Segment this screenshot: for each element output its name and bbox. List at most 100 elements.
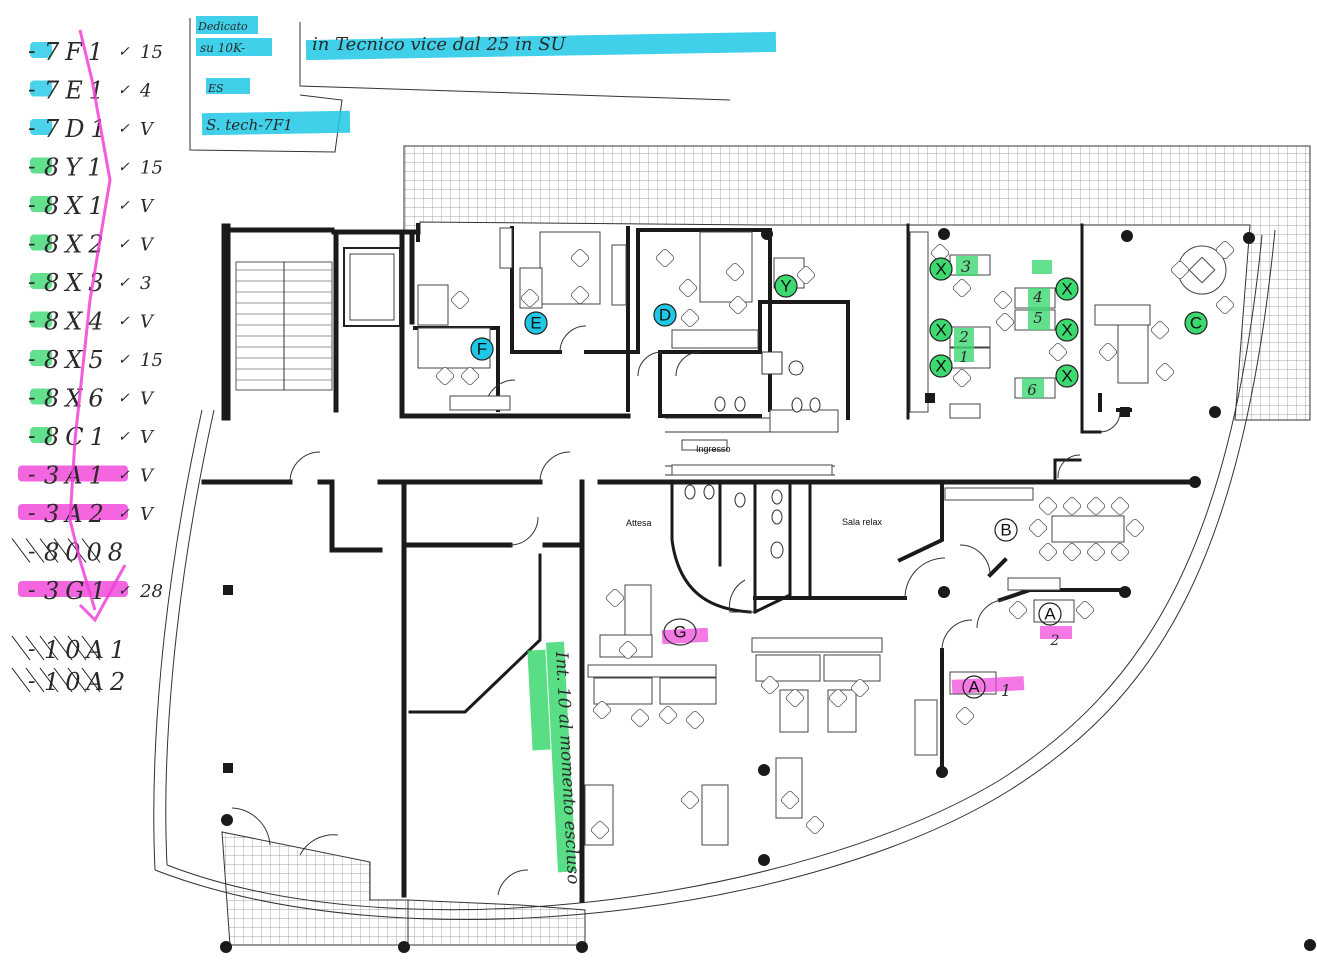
- marker-f: F: [470, 337, 494, 361]
- assignment-row: -3A2✓V: [18, 500, 155, 528]
- assignment-code: 7E1: [44, 77, 110, 105]
- assignment-note: 4: [139, 81, 151, 102]
- seat-number: 2: [1050, 633, 1060, 649]
- assignment-note: V: [140, 196, 155, 217]
- seat-number: 4: [1032, 288, 1043, 306]
- check-mark: ✓: [118, 506, 130, 522]
- marker-a: A: [1038, 602, 1062, 626]
- plan-highlights: [527, 256, 1072, 873]
- marker-label: X: [1061, 367, 1072, 386]
- check-mark: ✓: [118, 198, 130, 214]
- assignment-row: -10A1: [11, 635, 125, 664]
- assignment-row: -8Y1✓15: [28, 154, 163, 182]
- assignment-code: 8X3: [44, 269, 110, 297]
- assignment-code: 8X1: [44, 192, 110, 220]
- marker-a: A: [962, 675, 986, 699]
- marker-label: X: [1061, 321, 1072, 340]
- assignment-code: 8Y1: [44, 154, 108, 182]
- marker-label: A: [1044, 605, 1056, 624]
- assignment-note: 3: [140, 273, 151, 294]
- note-box-line2: su 10K-: [200, 41, 245, 55]
- row-dash: -: [28, 463, 35, 488]
- check-mark: ✓: [118, 121, 130, 137]
- assignment-row: -7D1✓V: [28, 115, 155, 143]
- row-dash: -: [28, 386, 35, 411]
- marker-label: X: [935, 321, 946, 340]
- assignment-note: 15: [140, 350, 163, 371]
- marker-label: F: [477, 340, 487, 359]
- restroom-fixtures: [684, 351, 821, 559]
- seat-number: 6: [1027, 381, 1037, 399]
- assignment-row: -8X2✓V: [28, 231, 155, 259]
- assignment-row: -8X4✓V: [28, 308, 155, 336]
- assignment-code: 3A2: [44, 500, 110, 528]
- assignment-row: -8X5✓15: [28, 346, 163, 374]
- assignment-list: -7F1✓15-7E1✓4-7D1✓V-8Y1✓15-8X1✓V-8X2✓V-8…: [11, 29, 163, 696]
- assignment-note: V: [140, 466, 155, 487]
- marker-x: X: [1055, 318, 1079, 342]
- marker-label: C: [1190, 314, 1202, 333]
- marker-x: X: [1055, 277, 1079, 301]
- assignment-note: V: [140, 389, 155, 410]
- assignment-row: -7E1✓4: [28, 77, 151, 105]
- seat-number: 5: [1033, 309, 1043, 327]
- row-dash: -: [28, 232, 35, 257]
- assignment-code: 7F1: [44, 38, 109, 66]
- seat-number: 1: [959, 348, 969, 366]
- row-dash: -: [28, 155, 35, 180]
- terrace-bottom: [221, 831, 586, 946]
- assignment-code: 8X4: [44, 308, 110, 336]
- elevator: [343, 247, 401, 327]
- outer-walls: [153, 223, 1276, 920]
- marker-x: X: [929, 318, 953, 342]
- marker-label: B: [1000, 521, 1011, 540]
- check-mark: ✓: [118, 275, 130, 291]
- note-box-line1: Dedicato: [197, 20, 248, 33]
- check-mark: ✓: [118, 429, 130, 445]
- marker-label: D: [659, 306, 671, 325]
- marker-label: X: [935, 357, 946, 376]
- marker-g: G: [663, 618, 697, 646]
- marker-x: X: [1055, 364, 1079, 388]
- assignment-row: -7F1✓15: [28, 38, 163, 66]
- marker-x: X: [929, 257, 953, 281]
- top-notes: Dedicato su 10K- ES S. tech-7F1 in Tecni…: [189, 16, 777, 153]
- check-mark: ✓: [118, 83, 130, 99]
- assignment-code: 8X6: [44, 385, 110, 413]
- seat-number: 3: [961, 257, 971, 276]
- check-mark: ✓: [118, 44, 130, 60]
- marker-c: C: [1184, 311, 1208, 335]
- row-dash: -: [28, 424, 35, 449]
- check-mark: ✓: [118, 583, 130, 599]
- row-dash: -: [28, 116, 35, 141]
- note-box-line4: S. tech-7F1: [206, 116, 293, 134]
- assignment-row: -3G1✓28: [18, 577, 163, 605]
- marker-label: Y: [780, 277, 791, 296]
- assignment-note: 28: [139, 581, 163, 602]
- check-mark: ✓: [118, 391, 130, 407]
- marker-y: Y: [774, 274, 798, 298]
- assignment-note: V: [140, 119, 155, 140]
- room-label-relax: Sala relax: [842, 517, 883, 527]
- marker-e: E: [524, 311, 548, 335]
- marker-x: X: [929, 354, 953, 378]
- marker-label: E: [530, 314, 541, 333]
- row-dash: -: [28, 501, 35, 526]
- check-mark: ✓: [118, 237, 130, 253]
- check-mark: ✓: [118, 314, 130, 330]
- assignment-row: -8C1✓V: [28, 423, 155, 451]
- assignment-note: 15: [140, 158, 163, 179]
- seat-number: 1: [1001, 681, 1011, 700]
- assignment-note: 15: [140, 42, 163, 63]
- marker-d: D: [653, 303, 677, 327]
- furniture-lower: [584, 487, 1145, 846]
- room-labels: Ingresso Attesa Sala relax: [626, 444, 883, 528]
- row-dash: -: [28, 347, 35, 372]
- assignment-row: -8X6 ✓ V: [28, 385, 155, 413]
- marker-label: A: [968, 678, 980, 697]
- room-label-entrance: Ingresso: [696, 444, 731, 454]
- row-dash: -: [28, 540, 35, 565]
- marker-b: B: [994, 518, 1018, 542]
